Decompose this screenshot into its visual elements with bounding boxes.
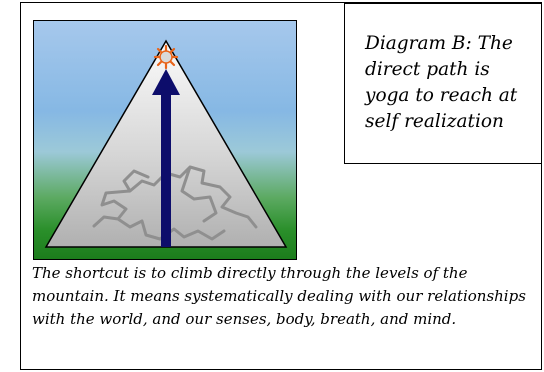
direct-path-arrow-icon xyxy=(152,69,180,247)
sun-icon xyxy=(153,44,179,70)
mountain-figure xyxy=(33,20,297,260)
diagram-caption: Diagram B: The direct path is yoga to re… xyxy=(365,33,518,132)
diagram-description: The shortcut is to climb directly throug… xyxy=(32,264,526,328)
caption-box: Diagram B: The direct path is yoga to re… xyxy=(344,3,542,164)
diagram-frame xyxy=(20,2,542,370)
